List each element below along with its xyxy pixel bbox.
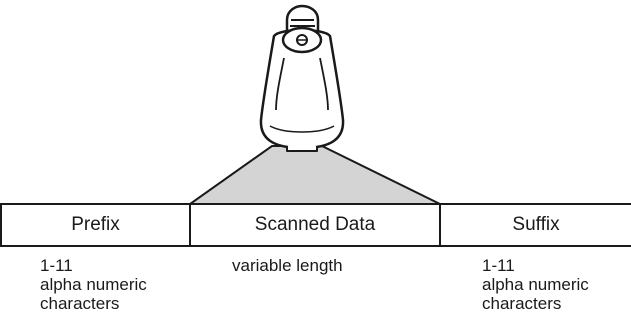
data-row bbox=[0, 203, 631, 247]
prefix-desc-line2: characters bbox=[40, 294, 120, 313]
suffix-label: Suffix bbox=[512, 214, 560, 235]
prefix-desc-line1: alpha numeric bbox=[40, 275, 147, 294]
suffix-range: 1-11 bbox=[482, 256, 515, 275]
suffix-desc-line2: characters bbox=[482, 294, 562, 313]
scan-beam bbox=[186, 145, 441, 205]
suffix-desc-line1: alpha numeric bbox=[482, 275, 589, 294]
barcode-scanner-icon bbox=[259, 4, 345, 152]
scanned-data-label: Scanned Data bbox=[254, 214, 376, 235]
prefix-description: 1-11 alpha numeric characters bbox=[40, 256, 147, 313]
suffix-description: 1-11 alpha numeric characters bbox=[482, 256, 589, 313]
scanned-data-description: variable length bbox=[232, 256, 343, 275]
scanned-data-desc: variable length bbox=[232, 256, 343, 275]
prefix-label: Prefix bbox=[71, 214, 120, 235]
prefix-range: 1-11 bbox=[40, 256, 73, 275]
